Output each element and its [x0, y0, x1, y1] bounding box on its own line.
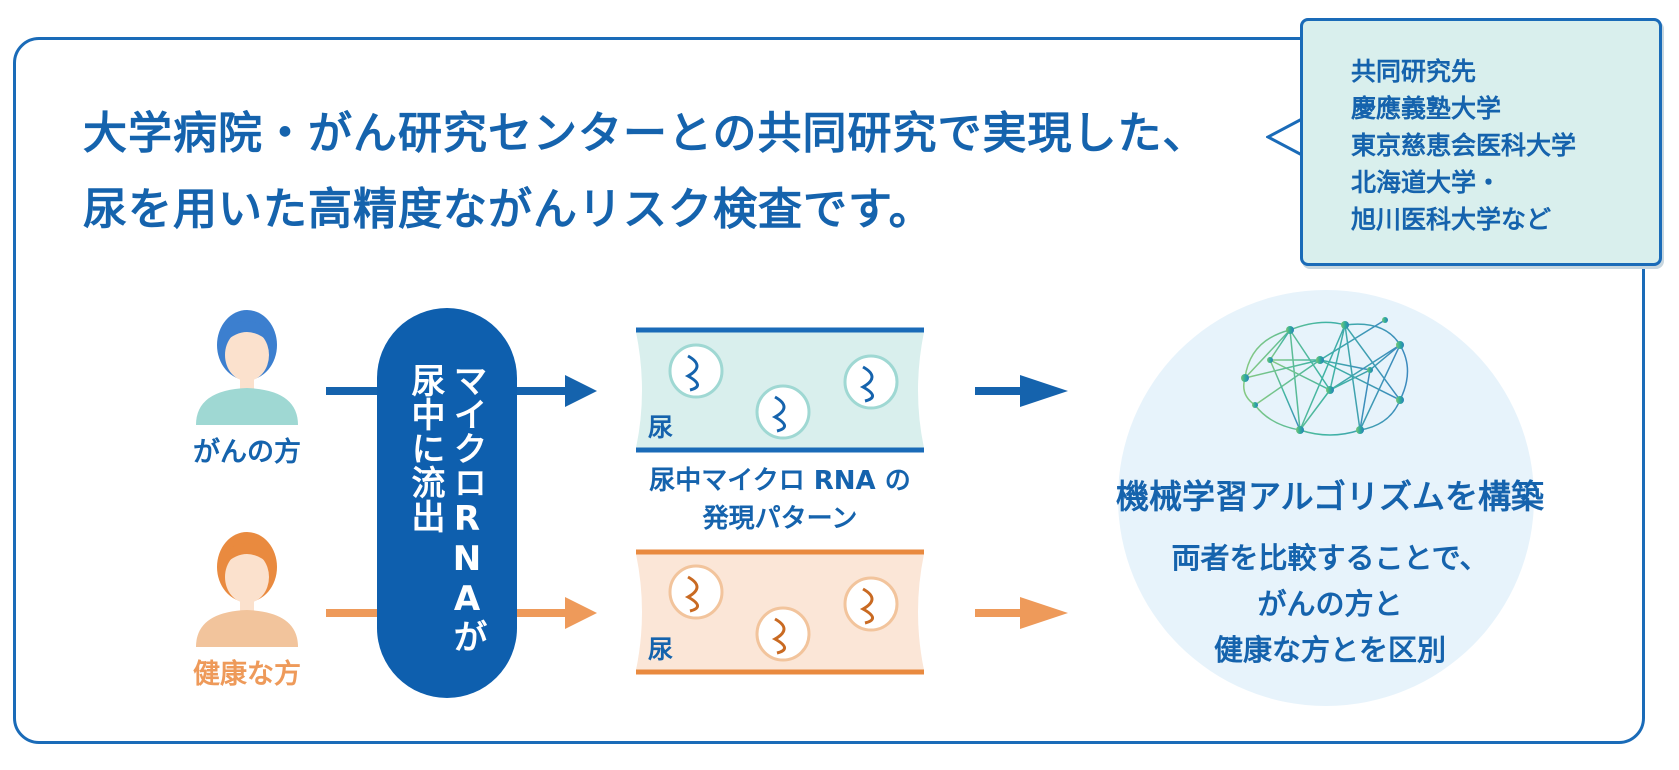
callout-line: 共同研究先 — [1351, 57, 1477, 86]
tube-caption-line-2: 発現パターン — [702, 504, 858, 534]
mirna-icon — [668, 564, 724, 620]
arrow-orange-in — [326, 609, 386, 617]
callout-line: 旭川医科大学など — [1351, 205, 1552, 234]
arrow-blue-to-ml — [975, 375, 1068, 407]
research-partners-callout: 共同研究先 慶應義塾大学 東京慈恵会医科大学 北海道大学・ 旭川医科大学など — [1300, 18, 1662, 266]
healthy-person-icon — [196, 532, 298, 647]
diagram-frame — [13, 37, 1645, 744]
ml-desc-line-1: 両者を比較することで、 — [1171, 541, 1489, 575]
mirna-release-pill: マイクロRNAが 尿中に流出 — [377, 308, 517, 698]
pill-text-col-2: 尿中に流出 — [405, 363, 445, 533]
cancer-person-label: がんの方 — [193, 437, 301, 468]
headline: 大学病院・がん研究センターとの共同研究で実現した、 尿を用いた高精度ながんリスク… — [83, 96, 1208, 248]
headline-line-2: 尿を用いた高精度ながんリスク検査です。 — [83, 184, 934, 235]
headline-line-1: 大学病院・がん研究センターとの共同研究で実現した、 — [83, 108, 1208, 159]
ml-circle — [1118, 290, 1534, 706]
urine-tube-cancer — [636, 327, 924, 453]
mirna-icon — [668, 343, 724, 399]
callout-line: 慶應義塾大学 — [1351, 94, 1502, 123]
arrow-blue-out — [515, 375, 597, 407]
tube-label-healthy: 尿 — [648, 635, 674, 664]
healthy-person-label: 健康な方 — [193, 659, 301, 690]
arrow-orange-out — [515, 597, 597, 629]
tube-caption: 尿中マイクロ RNA の 発現パターン — [630, 462, 930, 538]
ml-description: 両者を比較することで、 がんの方と 健康な方とを区別 — [1140, 535, 1520, 673]
ml-title: 機械学習アルゴリズムを構築 — [1115, 477, 1544, 516]
pill-text-col-1: マイクロRNAが — [447, 363, 487, 653]
urine-tube-healthy — [636, 549, 924, 675]
tube-label-cancer: 尿 — [648, 413, 674, 442]
mirna-icon — [843, 576, 899, 632]
mirna-icon — [755, 606, 811, 662]
mirna-icon — [843, 354, 899, 410]
callout-line: 東京慈恵会医科大学 — [1351, 131, 1577, 160]
callout-line: 北海道大学・ — [1351, 168, 1502, 197]
cancer-person-icon — [196, 310, 298, 425]
arrow-orange-to-ml — [975, 597, 1068, 629]
tube-caption-line-1: 尿中マイクロ RNA の — [649, 466, 911, 496]
arrow-blue-in — [326, 387, 386, 395]
ml-desc-line-2: がんの方と — [1257, 587, 1403, 621]
ml-desc-line-3: 健康な方とを区別 — [1213, 633, 1446, 667]
mirna-icon — [755, 384, 811, 440]
